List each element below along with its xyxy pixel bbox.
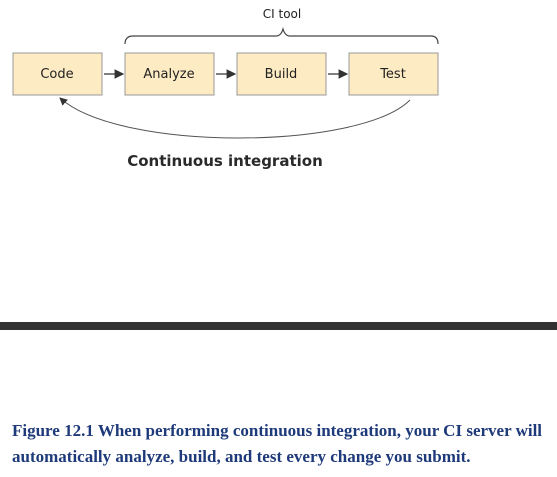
caption-text: When performing continuous integration, … [12, 421, 543, 466]
ci-tool-bracket [124, 26, 439, 45]
step-test-label: Test [379, 67, 406, 82]
step-build-box [236, 52, 327, 96]
section-divider [0, 322, 557, 330]
step-test-box [348, 52, 439, 96]
step-code-label: Code [40, 67, 73, 82]
figure-caption: Figure 12.1 When performing continuous i… [12, 418, 552, 470]
step-analyze: Analyze [124, 52, 215, 96]
step-test: Test [348, 52, 439, 96]
step-analyze-label: Analyze [143, 67, 194, 82]
loop-label: Continuous integration [127, 152, 323, 170]
step-build: Build [236, 52, 327, 96]
ci-flow-diagram: CI tool Code Analyze Build Test Continuo… [12, 7, 439, 170]
step-analyze-box [124, 52, 215, 96]
step-build-label: Build [265, 67, 298, 82]
figure-number: Figure 12.1 [12, 421, 94, 440]
ci-tool-label: CI tool [263, 7, 301, 21]
arrow-feedback-loop [59, 97, 411, 139]
step-code: Code [12, 52, 103, 96]
step-code-box [12, 52, 103, 96]
